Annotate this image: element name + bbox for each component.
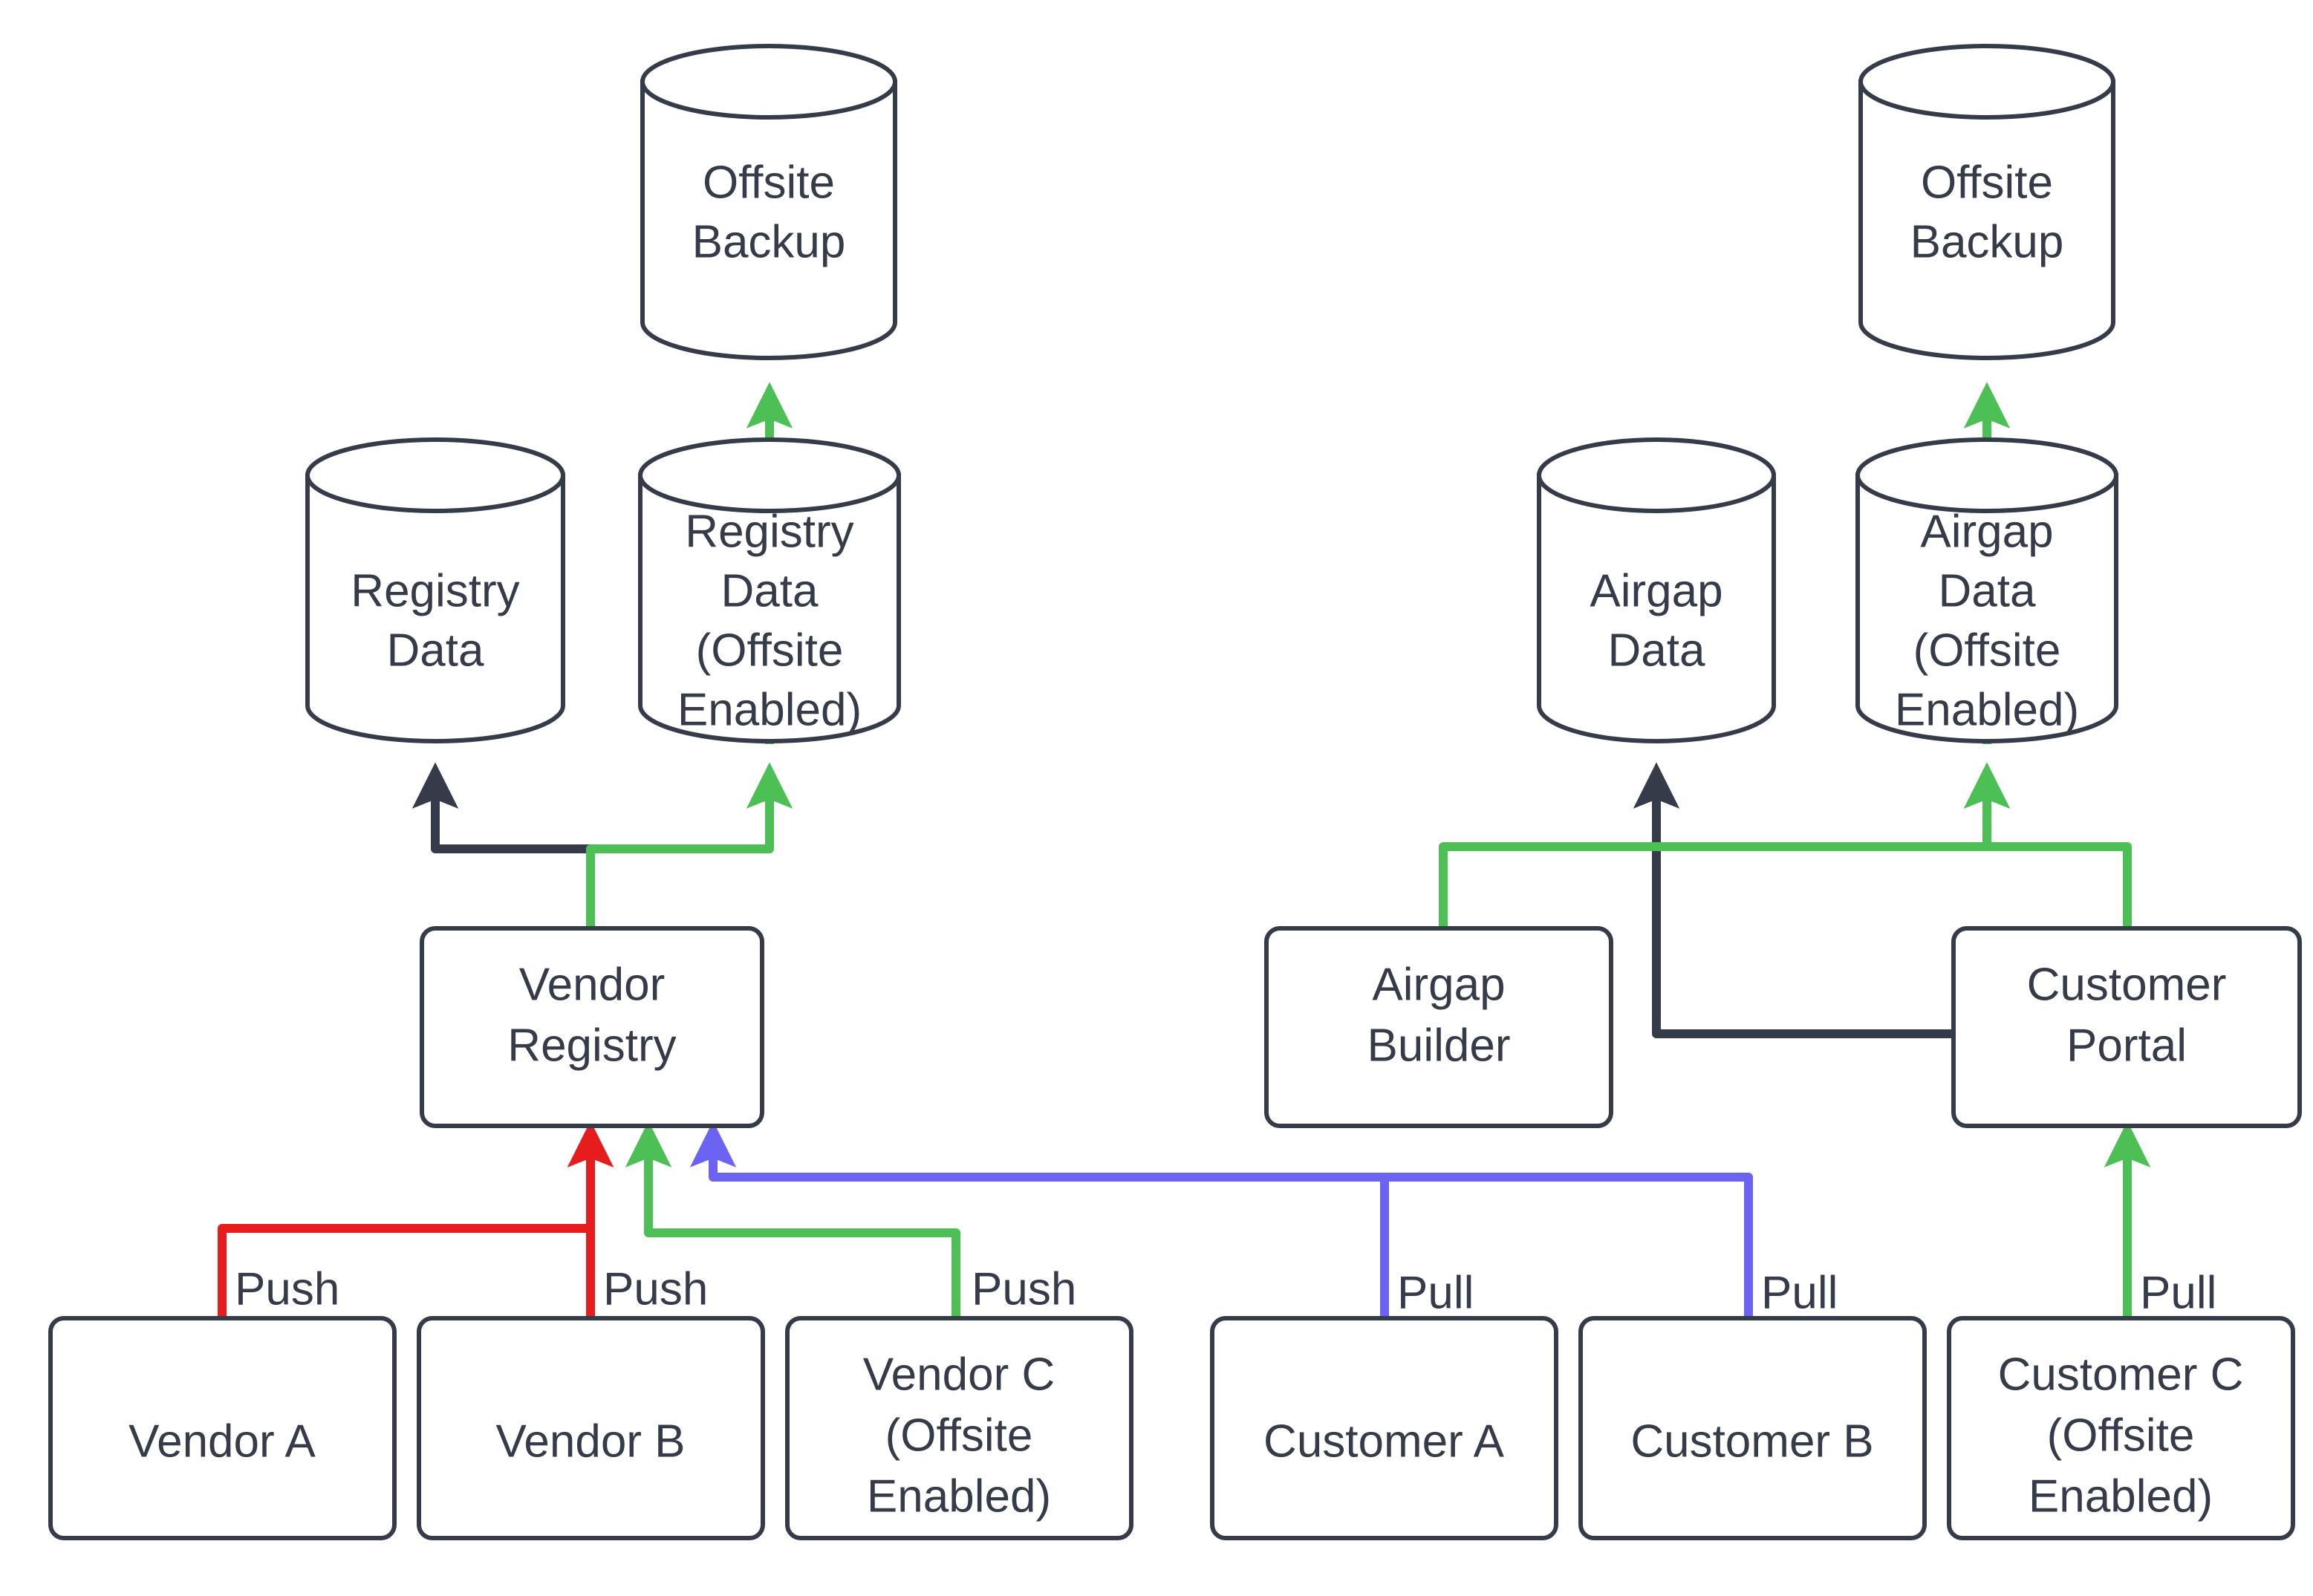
- node-registry-data[interactable]: Registry Data: [305, 437, 565, 743]
- node-label: Customer A: [1263, 1416, 1505, 1467]
- node-label: Customer B: [1630, 1416, 1873, 1467]
- node-label: Airgap: [1590, 565, 1722, 616]
- node-customer-portal[interactable]: Customer Portal: [1951, 926, 2302, 1128]
- node-airgap-data[interactable]: Airgap Data: [1537, 437, 1776, 743]
- node-vendor-b[interactable]: Vendor B: [417, 1316, 765, 1540]
- edge-label-push-1: Push: [235, 1263, 339, 1315]
- node-label: (Offsite: [885, 1410, 1033, 1461]
- node-label: (Offsite: [1913, 625, 2061, 676]
- edge-customer-b-to-vendor-registry: [1385, 1173, 1753, 1318]
- node-label: Enabled): [867, 1470, 1051, 1522]
- node-label: Data: [721, 565, 819, 616]
- node-label: Customer C: [1998, 1349, 2244, 1400]
- node-label: Backup: [692, 216, 846, 267]
- node-label: Airgap: [1920, 506, 2053, 557]
- node-label: Data: [1939, 565, 2036, 616]
- node-airgap-data-offsite[interactable]: Airgap Data (Offsite Enabled): [1855, 437, 2118, 743]
- node-label: (Offsite: [2047, 1410, 2195, 1461]
- edge-label-pull-2: Pull: [1761, 1267, 1838, 1318]
- node-label: Vendor B: [495, 1416, 685, 1467]
- node-label: Offsite: [1921, 157, 2053, 208]
- node-label: Builder: [1367, 1020, 1511, 1071]
- node-vendor-registry[interactable]: Vendor Registry: [420, 926, 764, 1128]
- node-label: Backup: [1910, 216, 2064, 267]
- node-label: Registry: [507, 1020, 676, 1071]
- node-label: Enabled): [1895, 684, 2079, 735]
- node-label: (Offsite: [696, 625, 844, 676]
- node-customer-a[interactable]: Customer A: [1210, 1316, 1558, 1540]
- edge-label-pull-3: Pull: [2140, 1267, 2216, 1318]
- node-label: Vendor: [519, 959, 666, 1010]
- node-label: Vendor C: [863, 1349, 1055, 1400]
- node-vendor-a[interactable]: Vendor A: [48, 1316, 397, 1540]
- node-label: Airgap: [1372, 959, 1505, 1010]
- node-label: Registry: [351, 565, 519, 616]
- node-customer-b[interactable]: Customer B: [1578, 1316, 1927, 1540]
- edge-customer-portal-to-airgap-data-offsite: [1963, 762, 2132, 928]
- node-customer-c[interactable]: Customer C (Offsite Enabled): [1947, 1316, 2295, 1540]
- node-label: Customer: [2027, 959, 2227, 1010]
- node-label: Offsite: [703, 157, 835, 208]
- edge-label-push-2: Push: [603, 1263, 708, 1315]
- edge-vendor-c-to-vendor-registry: [625, 1121, 960, 1318]
- edge-vendor-registry-to-registry-data-offsite: [586, 762, 793, 928]
- node-label: Vendor A: [128, 1416, 316, 1467]
- node-label: Data: [387, 625, 484, 676]
- edge-customer-portal-to-airgap-data: [1633, 762, 1953, 1038]
- node-vendor-c[interactable]: Vendor C (Offsite Enabled): [785, 1316, 1133, 1540]
- node-offsite-backup-right[interactable]: Offsite Backup: [1858, 44, 2115, 360]
- node-airgap-builder[interactable]: Airgap Builder: [1264, 926, 1613, 1128]
- edge-label-push-3: Push: [972, 1263, 1076, 1315]
- node-registry-data-offsite[interactable]: Registry Data (Offsite Enabled): [638, 437, 901, 743]
- node-label: Enabled): [2029, 1470, 2213, 1522]
- node-offsite-backup-left[interactable]: Offsite Backup: [640, 44, 897, 360]
- node-label: Enabled): [677, 684, 862, 735]
- node-label: Data: [1608, 625, 1705, 676]
- node-label: Registry: [685, 506, 853, 557]
- edge-label-pull-1: Pull: [1397, 1267, 1474, 1318]
- edge-customer-a-to-vendor-registry: [689, 1121, 1389, 1318]
- node-label: Portal: [2066, 1020, 2187, 1071]
